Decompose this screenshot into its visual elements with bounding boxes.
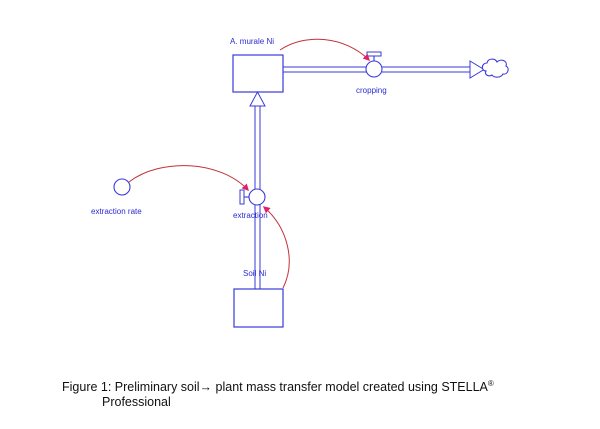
label-cropping: cropping — [356, 86, 387, 95]
connector-extraction-rate-to-extraction — [128, 165, 249, 192]
flow-valve-cropping[interactable] — [365, 51, 383, 78]
stock-a-murale-ni[interactable] — [232, 54, 284, 93]
label-extraction-rate: extraction rate — [91, 207, 142, 216]
cloud-sink-icon — [481, 58, 509, 78]
flow-arrowhead-cropping — [469, 60, 485, 79]
label-soil-ni: Soil Ni — [243, 269, 267, 278]
converter-extraction-rate[interactable] — [113, 178, 131, 196]
caption-line-1: Figure 1: Preliminary soil→ plant mass t… — [62, 379, 494, 395]
flow-valve-extraction[interactable] — [239, 188, 266, 206]
label-extraction: extraction — [233, 211, 268, 220]
connector-a-murale-ni-to-cropping — [279, 38, 370, 61]
flow-arrowhead-extraction — [249, 90, 266, 107]
connector-soil-ni-to-extraction — [262, 206, 290, 289]
figure-caption: Figure 1: Preliminary soil→ plant mass t… — [62, 376, 582, 410]
label-a-murale-ni: A. murale Ni — [230, 37, 275, 46]
stock-soil-ni[interactable] — [233, 288, 284, 328]
caption-line-2: Professional — [102, 395, 171, 410]
